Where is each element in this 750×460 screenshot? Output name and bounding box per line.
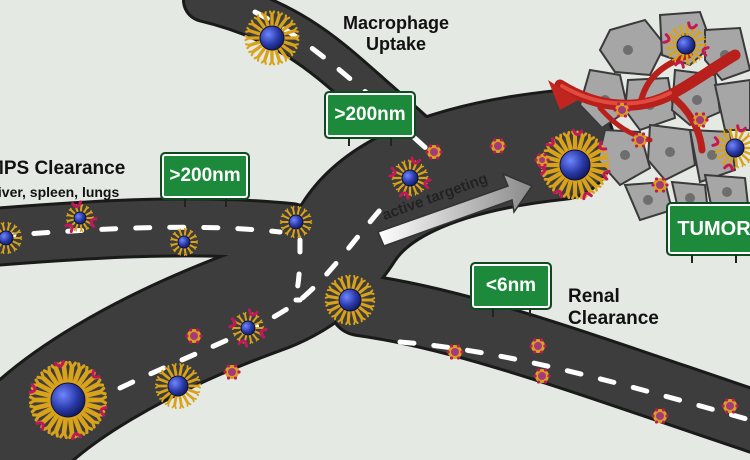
- small-nanoparticle: [651, 408, 669, 424]
- nanoparticle: [388, 156, 432, 200]
- nanoparticle: [170, 227, 198, 257]
- tumor-mass: [548, 10, 750, 222]
- nanoparticle: [711, 124, 750, 172]
- small-nanoparticle: [534, 153, 550, 167]
- macrophage-size-sign: >200nm: [324, 91, 416, 146]
- small-nanoparticle: [425, 144, 443, 160]
- macrophage-label-line2: Uptake: [365, 33, 427, 54]
- renal-label-line1: Renal: [568, 286, 620, 307]
- renal-clearance-label: Renal Clearance: [568, 286, 659, 330]
- nanoparticle: [0, 221, 23, 255]
- large-targeted-nanoparticle: [28, 359, 108, 441]
- nanoparticle: [64, 200, 98, 234]
- small-nanoparticle: [533, 368, 551, 384]
- small-nanoparticle: [446, 344, 464, 360]
- nanoparticle: [279, 205, 313, 239]
- tumor-sign: TUMOR: [666, 202, 750, 263]
- small-nanoparticle: [223, 364, 241, 380]
- nanoparticle: [244, 10, 300, 66]
- active-targeting-arrow: [376, 172, 534, 247]
- macrophage-uptake-label: Macrophage Uptake: [331, 13, 461, 54]
- small-nanoparticle: [691, 112, 709, 128]
- mps-size-sign: >200nm: [160, 152, 250, 207]
- nanoparticle: [324, 274, 376, 326]
- renal-label-line2: Clearance: [568, 307, 659, 329]
- small-nanoparticle: [613, 102, 631, 118]
- mps-clearance-title: MPS Clearance: [0, 158, 126, 179]
- renal-size-sign: <6nm: [470, 262, 552, 317]
- tumor-targeting-nanoparticle: [538, 128, 611, 201]
- nanoparticle: [228, 308, 268, 348]
- nanoparticle: [662, 21, 710, 69]
- mps-organs-label: liver, spleen, lungs: [0, 184, 120, 200]
- small-nanoparticle: [185, 328, 203, 344]
- small-nanoparticle: [489, 138, 507, 154]
- small-nanoparticle: [651, 177, 669, 193]
- small-nanoparticle: [721, 398, 739, 414]
- small-nanoparticle: [631, 132, 649, 148]
- nanoparticle: [155, 363, 201, 409]
- macrophage-label-line1: Macrophage: [342, 13, 450, 33]
- small-nanoparticle: [529, 338, 547, 354]
